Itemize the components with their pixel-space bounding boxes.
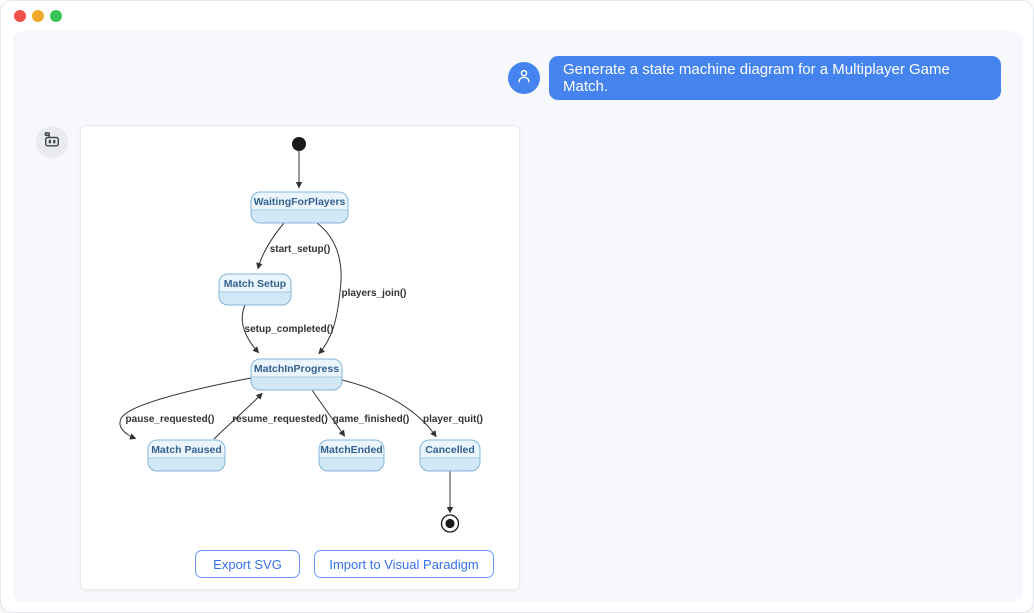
svg-text:Cancelled: Cancelled: [425, 444, 475, 456]
state-machine-diagram: start_setup() players_join() setup_compl…: [119, 137, 483, 533]
user-avatar: [508, 62, 540, 94]
svg-text:MatchInProgress: MatchInProgress: [254, 363, 339, 375]
robot-icon: [42, 130, 62, 155]
transition-label: setup_completed(): [245, 324, 334, 335]
assistant-avatar: [36, 126, 68, 158]
transition-label: game_finished(): [333, 414, 410, 425]
transition-edge-game-finished: [311, 389, 346, 437]
final-state-marker: [440, 514, 460, 533]
state-node-waiting-for-players: WaitingForPlayers: [250, 191, 349, 224]
state-node-match-ended: MatchEnded: [318, 439, 385, 472]
user-message-text: Generate a state machine diagram for a M…: [563, 61, 950, 95]
state-node-match-in-progress: MatchInProgress: [250, 358, 343, 391]
diagram-card: start_setup() players_join() setup_compl…: [80, 125, 520, 590]
svg-text:Match Setup: Match Setup: [224, 278, 286, 290]
export-svg-button[interactable]: Export SVG: [195, 550, 300, 578]
state-node-match-setup: Match Setup: [218, 273, 292, 306]
transition-edge-setup-completed: [241, 304, 260, 354]
import-visual-paradigm-button[interactable]: Import to Visual Paradigm: [314, 550, 494, 578]
titlebar: [14, 10, 62, 22]
transition-label: start_setup(): [270, 244, 331, 255]
transition-edge-players-join: [316, 222, 342, 355]
transition-edge-player-quit: [341, 379, 437, 438]
transition-edge-pause-requested: [119, 377, 252, 440]
minimize-window-button[interactable]: [32, 10, 44, 22]
svg-text:Match Paused: Match Paused: [151, 444, 222, 456]
transition-label: pause_requested(): [126, 414, 215, 425]
initial-state-marker: [292, 137, 306, 151]
transition-edge-start-setup: [256, 222, 285, 270]
transition-edge-resume-requested: [213, 392, 263, 440]
user-icon: [515, 67, 533, 90]
zoom-window-button[interactable]: [50, 10, 62, 22]
transition-label: player_quit(): [423, 414, 483, 425]
user-message-bubble: Generate a state machine diagram for a M…: [549, 56, 1001, 100]
state-node-cancelled: Cancelled: [419, 439, 481, 472]
svg-text:MatchEnded: MatchEnded: [320, 444, 382, 456]
transition-label: players_join(): [341, 288, 406, 299]
svg-text:WaitingForPlayers: WaitingForPlayers: [254, 196, 346, 208]
state-node-match-paused: Match Paused: [147, 439, 226, 472]
transition-label: resume_requested(): [232, 414, 328, 425]
close-window-button[interactable]: [14, 10, 26, 22]
